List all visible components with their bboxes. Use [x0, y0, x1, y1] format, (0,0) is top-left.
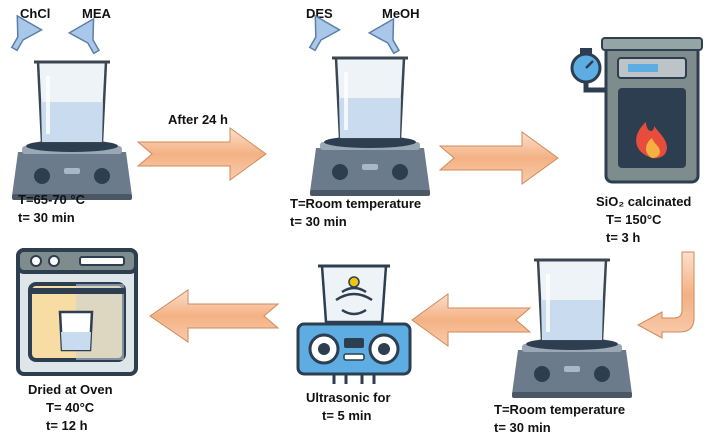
funnel-right-icon	[68, 18, 110, 60]
step6-time: t= 12 h	[46, 418, 88, 433]
right-arrow-icon	[136, 127, 267, 181]
step1-temperature: T=65-70 °C	[18, 192, 85, 207]
left-arrow-icon	[149, 289, 280, 343]
step4-temperature: T=Room temperature	[494, 402, 626, 417]
step3-material: SiO₂ calcinated	[596, 194, 692, 209]
reagent-mea-label: MEA	[82, 6, 111, 21]
step6-temperature: T= 40°C	[46, 400, 95, 415]
magnetic-stirrer-beaker-icon	[308, 56, 432, 198]
step3-temperature: T= 150°C	[606, 212, 662, 227]
step2-group: DES MeOH T=Room temperature t= 30 min	[290, 0, 460, 230]
step1-time: t= 30 min	[18, 210, 75, 225]
magnetic-stirrer-beaker-icon	[10, 60, 134, 202]
drying-oven-icon	[16, 248, 138, 376]
step5-ultrasonic-label: Ultrasonic for	[306, 390, 391, 405]
step2-time: t= 30 min	[290, 214, 347, 229]
ultrasonic-bath-icon	[296, 264, 412, 384]
step1-group: ChCl MEA T=65-70 °C t= 30 min	[0, 0, 140, 230]
bent-down-left-arrow-icon	[636, 251, 695, 339]
step3-time: t= 3 h	[606, 230, 641, 245]
reagent-des-label: DES	[306, 6, 333, 21]
right-arrow-icon	[438, 131, 559, 185]
step6-dried-label: Dried at Oven	[28, 382, 113, 397]
reagent-chcl-label: ChCl	[20, 6, 51, 21]
furnace-icon	[570, 37, 703, 184]
magnetic-stirrer-beaker-icon	[510, 258, 634, 400]
left-arrow-icon	[411, 293, 532, 347]
step5-time: t= 5 min	[322, 408, 372, 423]
arrow1-label: After 24 h	[168, 112, 228, 127]
reagent-meoh-label: MeOH	[382, 6, 420, 21]
step2-temperature: T=Room temperature	[290, 196, 422, 211]
step4-time: t= 30 min	[494, 420, 551, 435]
funnel-left-icon	[1, 15, 43, 57]
